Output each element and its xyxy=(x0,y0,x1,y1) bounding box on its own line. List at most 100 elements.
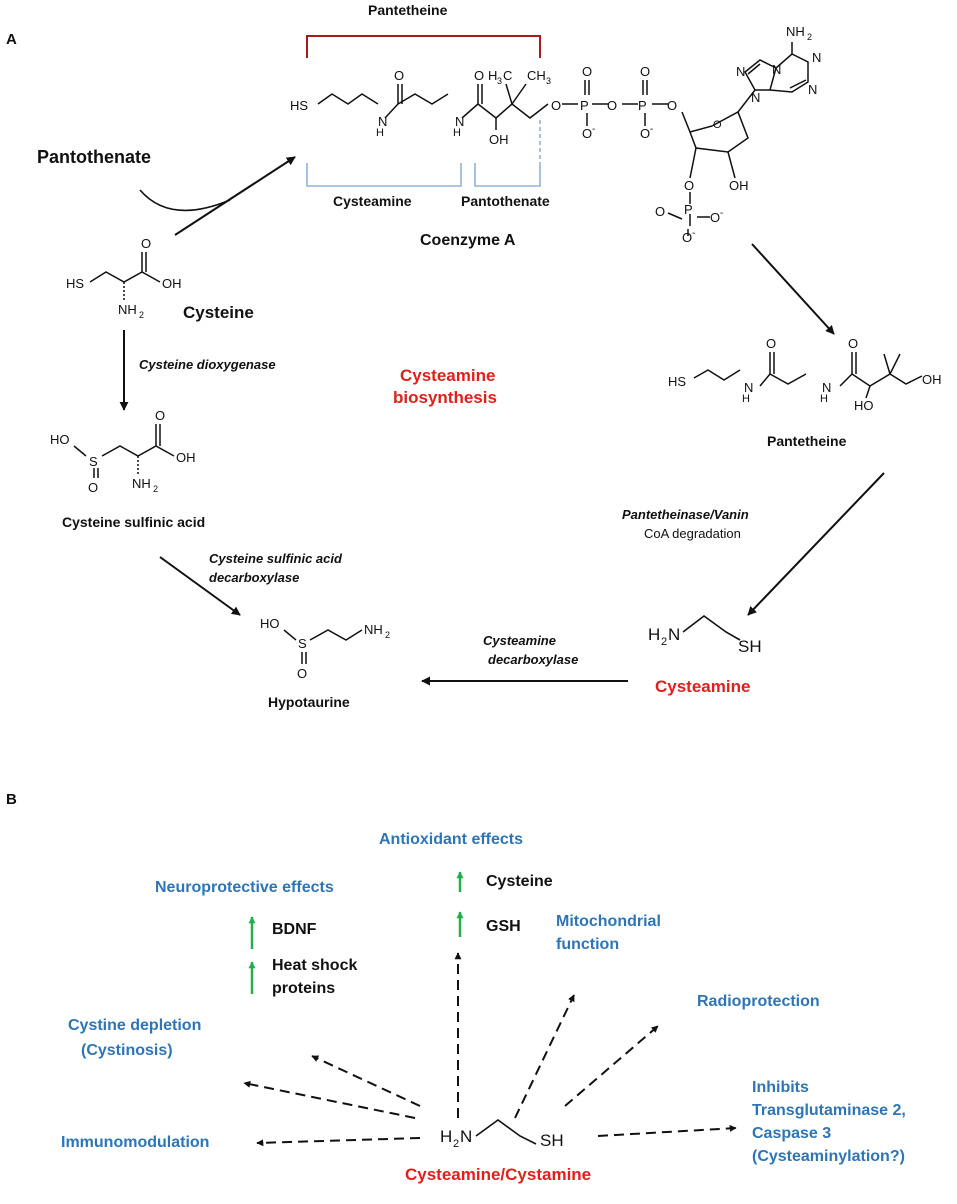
svg-text:H: H xyxy=(440,1127,452,1146)
svg-text:P: P xyxy=(638,98,647,113)
svg-text:S: S xyxy=(89,454,98,469)
arrow-pantetheinase xyxy=(747,472,885,616)
cysteamine-decarboxylase-label-1: Cysteamine xyxy=(483,633,556,648)
arrow-to-radioprotection xyxy=(564,1025,659,1107)
svg-text:N: N xyxy=(744,380,753,395)
svg-text:H: H xyxy=(453,127,461,139)
inhibits-label-3: Caspase 3 xyxy=(752,1125,832,1142)
svg-text:OH: OH xyxy=(162,276,182,291)
svg-text:S: S xyxy=(298,636,307,651)
svg-text:O: O xyxy=(394,68,404,83)
cysteine-dioxygenase-label: Cysteine dioxygenase xyxy=(139,357,276,372)
svg-text:SH: SH xyxy=(540,1131,564,1150)
coenzyme-a-structure xyxy=(317,42,809,236)
immunomodulation-label: Immunomodulation xyxy=(61,1134,210,1151)
bdnf-label: BDNF xyxy=(272,921,317,938)
svg-text:H: H xyxy=(376,127,384,139)
cysteamine-segment-label: Cysteamine xyxy=(333,193,412,209)
svg-text:N: N xyxy=(668,625,680,644)
svg-text:NH: NH xyxy=(364,622,383,637)
pantetheinase-label: Pantetheinase/Vanin xyxy=(622,507,749,522)
svg-text:O: O xyxy=(155,408,165,423)
svg-text:HO: HO xyxy=(260,616,280,631)
inhibits-label-1: Inhibits xyxy=(752,1079,809,1096)
svg-text:O: O xyxy=(88,480,98,495)
svg-text:O: O xyxy=(766,336,776,351)
svg-text:NH: NH xyxy=(132,476,151,491)
svg-text:P: P xyxy=(684,202,693,217)
svg-text:N: N xyxy=(736,64,745,79)
arrow-coa-to-pantetheine xyxy=(751,243,835,335)
hypotaurine-label: Hypotaurine xyxy=(268,694,350,710)
svg-text:O: O xyxy=(655,204,665,219)
svg-text:2: 2 xyxy=(153,484,158,494)
svg-text:O: O xyxy=(667,98,677,113)
arrow-to-cystine-depletion xyxy=(243,1080,416,1119)
coa-degradation-label: CoA degradation xyxy=(644,526,741,541)
svg-text:3: 3 xyxy=(546,76,551,86)
cysteamine-structure xyxy=(682,615,741,641)
cysteamine-bracket xyxy=(306,163,462,187)
svg-text:O: O xyxy=(713,119,722,131)
svg-text:O: O xyxy=(682,230,692,245)
pantothenate-label: Pantothenate xyxy=(37,147,152,167)
cysteine-sulfinic-acid-label: Cysteine sulfinic acid xyxy=(62,514,206,530)
svg-text:2: 2 xyxy=(385,630,390,640)
svg-text:OH: OH xyxy=(922,372,942,387)
cysteamine-cystamine-label: Cysteamine/Cystamine xyxy=(405,1165,592,1184)
svg-text:-: - xyxy=(692,228,695,239)
gsh-label: GSH xyxy=(486,918,521,935)
pantetheine-bracket-label: Pantetheine xyxy=(368,2,448,18)
svg-text:O: O xyxy=(684,178,694,193)
cysteine-structure xyxy=(89,252,161,300)
svg-text:NH: NH xyxy=(118,302,137,317)
cysteamine-biosynthesis-title-1: Cysteamine xyxy=(400,366,496,385)
svg-text:HS: HS xyxy=(290,98,308,113)
central-cysteamine-structure xyxy=(475,1119,537,1145)
antioxidant-effects-label: Antioxidant effects xyxy=(379,831,524,848)
svg-text:SH: SH xyxy=(738,637,762,656)
svg-text:-: - xyxy=(650,124,653,135)
svg-text:O: O xyxy=(474,68,484,83)
svg-text:-: - xyxy=(592,124,595,135)
arrow-to-inhibits xyxy=(597,1124,737,1137)
svg-text:NH: NH xyxy=(786,24,805,39)
pantothenate-segment-label: Pantothenate xyxy=(461,193,550,209)
inhibits-label-2: Transglutaminase 2, xyxy=(752,1102,906,1119)
cysteine-effect-label: Cysteine xyxy=(486,873,553,890)
mitochondrial-label-1: Mitochondrial xyxy=(556,913,661,930)
svg-text:O: O xyxy=(640,126,650,141)
svg-text:O: O xyxy=(710,210,720,225)
pantetheine-label: Pantetheine xyxy=(767,433,847,449)
svg-text:O: O xyxy=(551,98,561,113)
cysteine-label: Cysteine xyxy=(183,303,254,322)
cystine-depletion-label-1: Cystine depletion xyxy=(68,1017,202,1034)
panel-label-a: A xyxy=(6,31,17,48)
svg-text:OH: OH xyxy=(176,450,196,465)
inhibits-label-4: (Cysteaminylation?) xyxy=(752,1148,905,1165)
mitochondrial-label-2: function xyxy=(556,936,620,953)
svg-text:C: C xyxy=(503,68,512,83)
svg-text:O: O xyxy=(848,336,858,351)
svg-text:O: O xyxy=(297,666,307,681)
arrow-to-immunomodulation xyxy=(256,1137,421,1147)
radioprotection-label: Radioprotection xyxy=(697,993,820,1010)
svg-text:HS: HS xyxy=(66,276,84,291)
svg-text:N: N xyxy=(455,114,464,129)
pantothenate-bracket xyxy=(474,163,541,187)
cysteamine-label: Cysteamine xyxy=(655,677,751,696)
heat-shock-label-2: proteins xyxy=(272,980,336,997)
svg-text:HO: HO xyxy=(854,398,874,413)
arrow-csad xyxy=(159,556,241,616)
svg-text:3: 3 xyxy=(497,76,502,86)
svg-text:O: O xyxy=(582,126,592,141)
svg-text:CH: CH xyxy=(527,68,546,83)
svg-text:O: O xyxy=(141,236,151,251)
cystine-depletion-label-2: (Cystinosis) xyxy=(81,1042,173,1059)
svg-text:H: H xyxy=(648,625,660,644)
csad-label-1: Cysteine sulfinic acid xyxy=(209,551,342,566)
svg-text:2: 2 xyxy=(453,1138,459,1150)
arrow-to-mitochondrial xyxy=(514,994,575,1119)
cysteamine-decarboxylase-label-2: decarboxylase xyxy=(488,652,579,667)
